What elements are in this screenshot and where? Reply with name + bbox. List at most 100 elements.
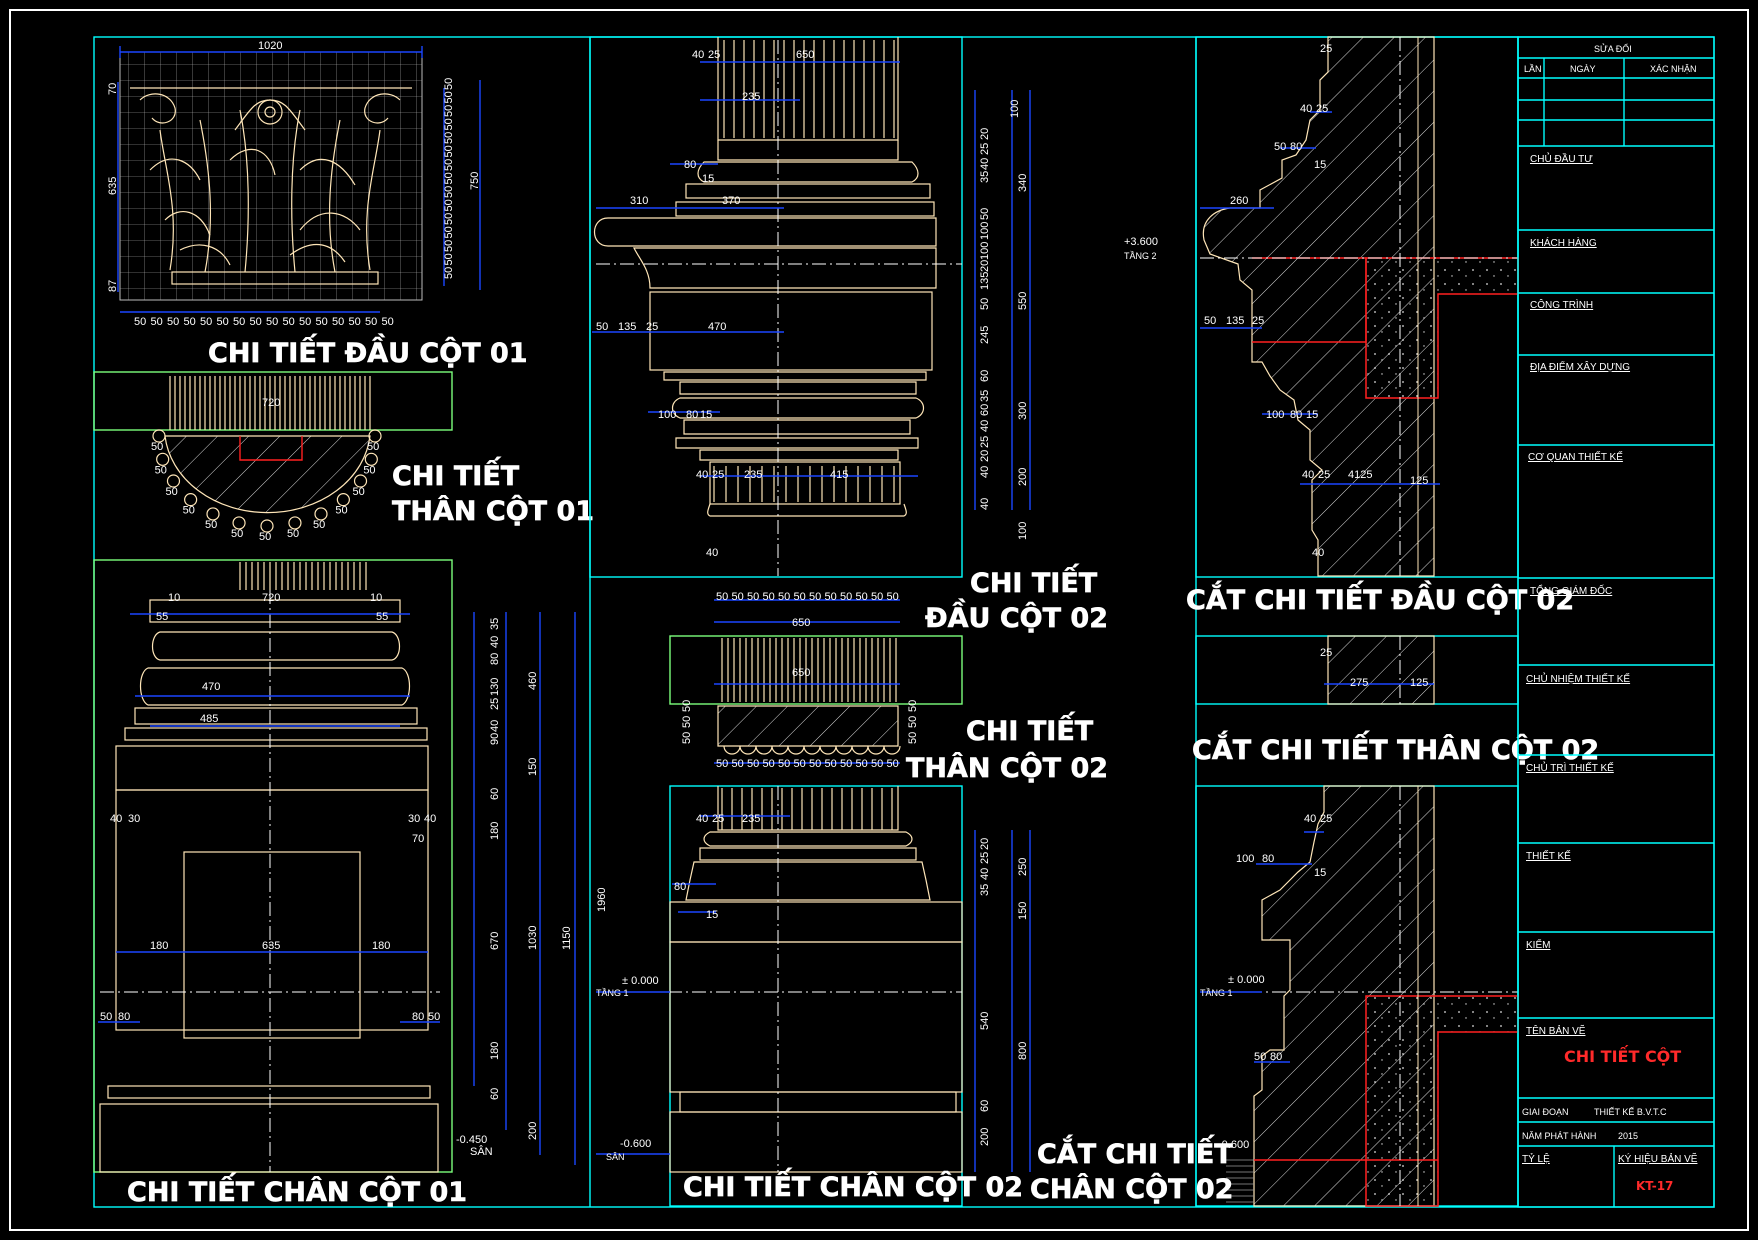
dimension-label: 50 (763, 591, 775, 603)
dimension-label: 275 (1350, 677, 1368, 689)
flute-dimension: 50 (183, 505, 195, 517)
title-shaft-01-line2: THÂN CỘT 01 (392, 495, 594, 527)
dimension-label: 80 (686, 409, 698, 421)
dimension-label: 235 (744, 469, 762, 481)
grid-dimension: 50 (443, 253, 455, 265)
dimension-label: 50 (778, 758, 790, 770)
grid-dimension: 50 (443, 145, 455, 157)
svg-text:TẦNG 1: TẦNG 1 (1200, 988, 1233, 998)
flute-dimension: 50 (313, 519, 325, 531)
dimension-label: 150 (527, 758, 539, 776)
dimension-label: 15 (1306, 409, 1318, 421)
flute-dimension: 50 (155, 464, 167, 476)
grid-dimension: 50 (167, 316, 179, 328)
grid-dimension: 50 (217, 316, 229, 328)
svg-text:+3.600: +3.600 (1124, 236, 1158, 248)
dimension-label: 50 (809, 758, 821, 770)
grid-dimension: 50 (332, 316, 344, 328)
dimension-label: 340 (1017, 174, 1029, 192)
grid-dimension: 50 (443, 105, 455, 117)
field-cong-trinh: CÔNG TRÌNH (1530, 298, 1593, 311)
dimension-label: 235 (742, 813, 760, 825)
title-capital-02-line2: ĐẦU CỘT 02 (925, 599, 1108, 634)
dimension-label: 50 (1254, 1051, 1266, 1063)
dimension-label: 50 (100, 1011, 112, 1023)
dimension-label: 150 (1017, 902, 1029, 920)
svg-text:TẦNG 1: TẦNG 1 (596, 988, 629, 998)
grid-dimension: 50 (151, 316, 163, 328)
dimension-label: 20 (979, 128, 991, 140)
dimension-label: 125 (1410, 475, 1428, 487)
dimension-label: 50 (871, 758, 883, 770)
dimension-label: 60 (979, 1100, 991, 1112)
dimension-label: 310 (630, 195, 648, 207)
svg-text:70: 70 (107, 83, 119, 95)
dimension-label: 40 (979, 868, 991, 880)
dimension-label: 50 (681, 700, 693, 712)
svg-text:± 0.000: ± 0.000 (1228, 974, 1265, 986)
nam-value: 2015 (1618, 1131, 1638, 1141)
dimension-label: 50 (907, 700, 919, 712)
dimension-label: 55 (376, 611, 388, 623)
dimension-label: 80 (674, 881, 686, 893)
dimension-label: 50 (763, 758, 775, 770)
dimension-label: 50 (979, 208, 991, 220)
dimension-label: 40 (1300, 103, 1312, 115)
dimension-label: 60 (489, 1088, 501, 1100)
dimension-label: 1030 (527, 926, 539, 950)
title-shaft-02-line2: THÂN CỘT 02 (906, 752, 1108, 784)
grid-dimension: 50 (443, 118, 455, 130)
grid-dimension: 50 (250, 316, 262, 328)
dimension-label: 50 (856, 758, 868, 770)
dimension-label: 180 (150, 940, 168, 952)
dimension-label: 50 (907, 732, 919, 744)
dimension-label: 40 (979, 498, 991, 510)
dimension-label: 180 (489, 822, 501, 840)
dimension-label: 25 (712, 813, 724, 825)
dimension-label: 60 (979, 370, 991, 382)
dimension-label: 470 (708, 321, 726, 333)
grid-dimension: 50 (443, 267, 455, 279)
dimension-label: 550 (1017, 292, 1029, 310)
dimension-label: 20 (979, 450, 991, 462)
dimension-label: 1960 (596, 888, 608, 912)
title-section-base-02-line2: CHÂN CỘT 02 (1030, 1173, 1233, 1205)
dimension-label: 235 (742, 91, 760, 103)
dimension-label: 50 (871, 591, 883, 603)
field-chu-tri: CHỦ TRÌ THIẾT KẾ (1526, 761, 1614, 774)
dimension-label: 50 (825, 758, 837, 770)
dimension-label: 200 (1017, 468, 1029, 486)
dimension-label: 415 (830, 469, 848, 481)
grid-dimension: 50 (233, 316, 245, 328)
dimension-label: 90 (489, 733, 501, 745)
dimension-label: 50 (747, 758, 759, 770)
col-xacnhan: XÁC NHẬN (1650, 64, 1697, 74)
field-thiet-ke: THIẾT KẾ (1526, 849, 1571, 862)
title-block: SỬA ĐỔI LẦN NGÀY XÁC NHẬN CHỦ ĐẦU TƯ KHÁ… (1517, 36, 1715, 1208)
dimension-label: 50 (596, 321, 608, 333)
giai-doan-label: GIAI ĐOẠN (1522, 1107, 1569, 1117)
dimension-label: 15 (1314, 867, 1326, 879)
grid-dimension: 50 (443, 132, 455, 144)
dimension-label: 35 (979, 884, 991, 896)
title-section-capital-02: CẮT CHI TIẾT ĐẦU CỘT 02 (1186, 580, 1574, 616)
dimension-label: 540 (979, 1012, 991, 1030)
dimension-label: 50 (856, 591, 868, 603)
flute-dimension: 50 (287, 528, 299, 540)
field-tong-giam-doc: TỔNG GIÁM ĐỐC (1530, 583, 1612, 597)
dimension-label: 800 (1017, 1042, 1029, 1060)
dimension-label: 650 (796, 49, 814, 61)
flute-dimension: 50 (363, 464, 375, 476)
flute-dimension: 50 (231, 528, 243, 540)
dimension-label: 50 (887, 591, 899, 603)
dimension-label: 650 (792, 667, 810, 679)
dimension-label: 60 (979, 404, 991, 416)
dimension-label: 100 (979, 222, 991, 240)
grid-dimension: 50 (382, 316, 394, 328)
title-capital-02-line1: CHI TIẾT (970, 564, 1098, 599)
title-capital-01: CHI TIẾT ĐẦU CỘT 01 (208, 334, 528, 369)
